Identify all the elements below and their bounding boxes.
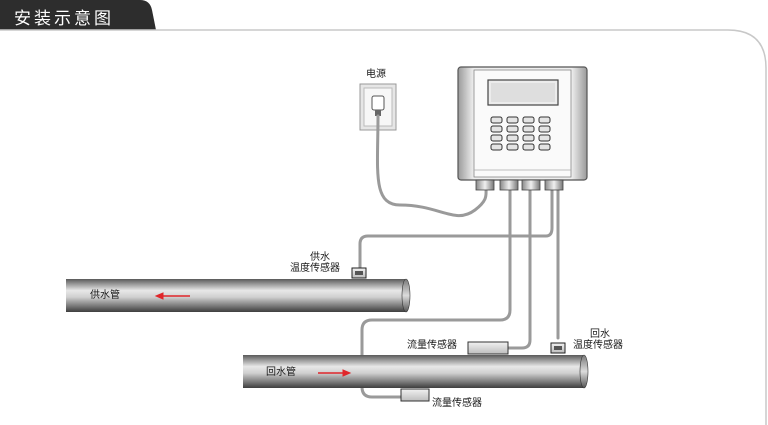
supply-sensor-label-1: 供水: [310, 252, 330, 263]
header-tab: 安装示意图: [0, 0, 155, 30]
return-sensor-label-2: 温度传感器: [573, 340, 623, 351]
power-label: 电源: [366, 69, 386, 80]
flow-sensor-bottom: [400, 388, 430, 402]
frame-border: [0, 29, 767, 425]
return-temperature-sensor: [550, 342, 566, 354]
flow-sensor-top-label: 流量传感器: [407, 340, 457, 351]
return-pipe-label: 回水管: [266, 367, 296, 378]
flow-sensor-top: [467, 341, 509, 355]
flow-meter: [457, 66, 588, 181]
cable-glands: [475, 179, 564, 191]
supply-pipe: [66, 278, 411, 313]
meter-keypad: [490, 116, 551, 151]
return-sensor-label-1: 回水: [590, 329, 610, 340]
supply-temperature-sensor: [351, 267, 367, 279]
supply-sensor-label-2: 温度传感器: [290, 263, 340, 274]
supply-flow-arrow: [154, 292, 190, 300]
supply-pipe-label: 供水管: [90, 290, 120, 301]
page-title: 安装示意图: [14, 9, 114, 29]
return-flow-arrow: [318, 369, 352, 377]
return-pipe: [243, 354, 589, 389]
cables: [358, 114, 560, 399]
header-tab: [0, 0, 156, 30]
flow-sensor-bottom-label: 流量传感器: [432, 398, 482, 409]
